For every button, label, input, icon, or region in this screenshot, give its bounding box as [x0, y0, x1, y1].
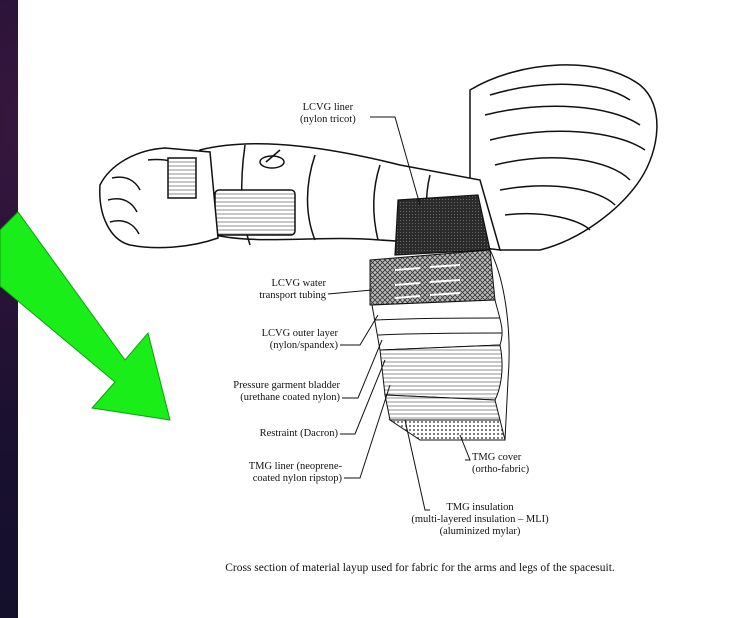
layer-stack — [370, 250, 509, 440]
label-lcvg-liner: LCVG liner (nylon tricot) — [300, 102, 356, 126]
label-bladder: Pressure garment bladder (urethane coate… — [176, 380, 340, 404]
label-tmg-liner: TMG liner (neoprene- coated nylon ripsto… — [200, 461, 342, 485]
label-tmg-insulation: TMG insulation (multi-layered insulation… — [380, 502, 580, 538]
upper-arm — [470, 65, 657, 250]
label-lcvg-water: LCVG water transport tubing — [218, 278, 326, 302]
glove — [100, 148, 218, 248]
label-lcvg-outer: LCVG outer layer (nylon/spandex) — [226, 328, 338, 352]
label-restraint: Restraint (Dacron) — [218, 428, 338, 440]
label-tmg-cover: TMG cover (ortho-fabric) — [472, 452, 529, 476]
figure-caption: Cross section of material layup used for… — [130, 562, 710, 574]
lcvg-liner-layer — [395, 195, 490, 255]
